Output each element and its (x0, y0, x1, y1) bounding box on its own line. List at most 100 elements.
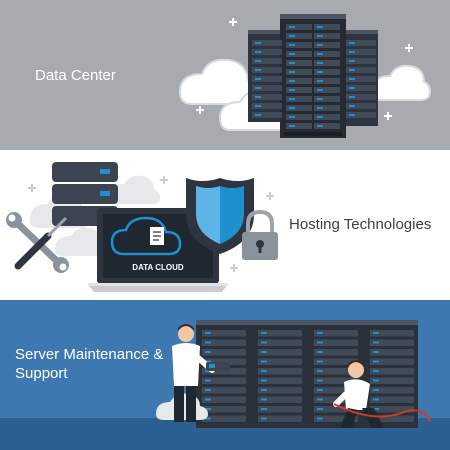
server-led (261, 408, 267, 410)
server-unit (202, 330, 246, 337)
server-led (317, 360, 323, 363)
server-led (317, 341, 323, 344)
shield-icon (186, 178, 254, 254)
padlock-icon (242, 209, 278, 260)
server-unit (258, 406, 302, 413)
server-unit (314, 87, 340, 93)
server-unit (314, 60, 340, 66)
server-led (289, 116, 295, 118)
server-unit (258, 339, 302, 346)
server-unit (202, 349, 246, 356)
server-led (289, 44, 295, 46)
server-led (255, 78, 261, 80)
server-led (317, 89, 323, 91)
server-led (289, 107, 295, 109)
server-led (289, 35, 295, 37)
server-led (349, 51, 355, 53)
server-led (261, 379, 267, 382)
server-unit (202, 377, 246, 384)
server-unit (314, 406, 358, 413)
server-unit (286, 114, 312, 120)
server-led (317, 398, 323, 401)
server-led (317, 389, 323, 391)
server-led (205, 389, 211, 391)
server-led (317, 26, 323, 28)
server-unit (314, 387, 358, 394)
server-unit (346, 58, 376, 64)
server-unit (314, 330, 358, 337)
server-led (205, 360, 211, 363)
server-unit (346, 76, 376, 82)
server-unit (346, 103, 376, 109)
server-unit (370, 358, 414, 365)
server-unit (202, 387, 246, 394)
server-led (261, 351, 267, 353)
banner-data-center: Data Center (0, 0, 450, 150)
server-unit (346, 49, 376, 55)
server-unit (314, 96, 340, 102)
server-led (349, 69, 355, 71)
server-unit (370, 330, 414, 337)
server-unit (252, 67, 282, 73)
server-led (289, 89, 295, 91)
server-led (317, 351, 323, 353)
server-led (349, 78, 355, 80)
server-led (349, 87, 355, 89)
server-unit (314, 349, 358, 356)
server-led (255, 105, 261, 107)
server-unit (370, 415, 414, 422)
cloud-icon (108, 175, 160, 204)
server-unit (252, 103, 282, 109)
server-unit (258, 330, 302, 337)
document-icon (150, 227, 164, 245)
server-unit (286, 33, 312, 39)
server-unit (346, 85, 376, 91)
server-led (205, 341, 211, 344)
server-rack-icon (52, 162, 118, 226)
server-unit (258, 349, 302, 356)
cloud-icon (370, 64, 432, 101)
server-unit (202, 368, 246, 375)
banner-server-maintenance: Server Maintenance & Support (0, 300, 450, 450)
server-unit (258, 415, 302, 422)
server-unit (314, 78, 340, 84)
server-led (317, 44, 323, 46)
wrench-icon (6, 212, 69, 273)
server-unit (286, 69, 312, 75)
server-led (373, 351, 379, 353)
server-led (261, 417, 267, 420)
server-unit (314, 358, 358, 365)
server-led (317, 370, 323, 372)
server-led (373, 370, 379, 372)
server-unit (258, 377, 302, 384)
server-unit (314, 105, 340, 111)
hosting-illustration: DATA CLOUD (6, 162, 278, 292)
server-led (349, 105, 355, 107)
banner-hosting-technologies: DATA CLOUD Hosting Technologies (0, 150, 450, 300)
server-unit (252, 112, 282, 118)
server-led (317, 116, 323, 118)
server-unit (252, 76, 282, 82)
server-unit (314, 368, 358, 375)
server-unit (202, 358, 246, 365)
server-led (261, 389, 267, 391)
server-led (205, 332, 211, 334)
server-led (289, 53, 295, 55)
server-led (205, 379, 211, 382)
server-unit (314, 415, 358, 422)
server-led (289, 80, 295, 82)
server-led (261, 332, 267, 334)
server-led (261, 360, 267, 363)
server-unit (286, 96, 312, 102)
server-led (255, 96, 261, 98)
server-led (261, 398, 267, 401)
server-unit (286, 51, 312, 57)
server-unit (286, 105, 312, 111)
server-unit (370, 339, 414, 346)
server-unit (202, 396, 246, 403)
cloud-icon (55, 227, 107, 256)
server-unit (314, 339, 358, 346)
server-led (349, 60, 355, 62)
server-unit (286, 24, 312, 30)
server-unit (202, 415, 246, 422)
